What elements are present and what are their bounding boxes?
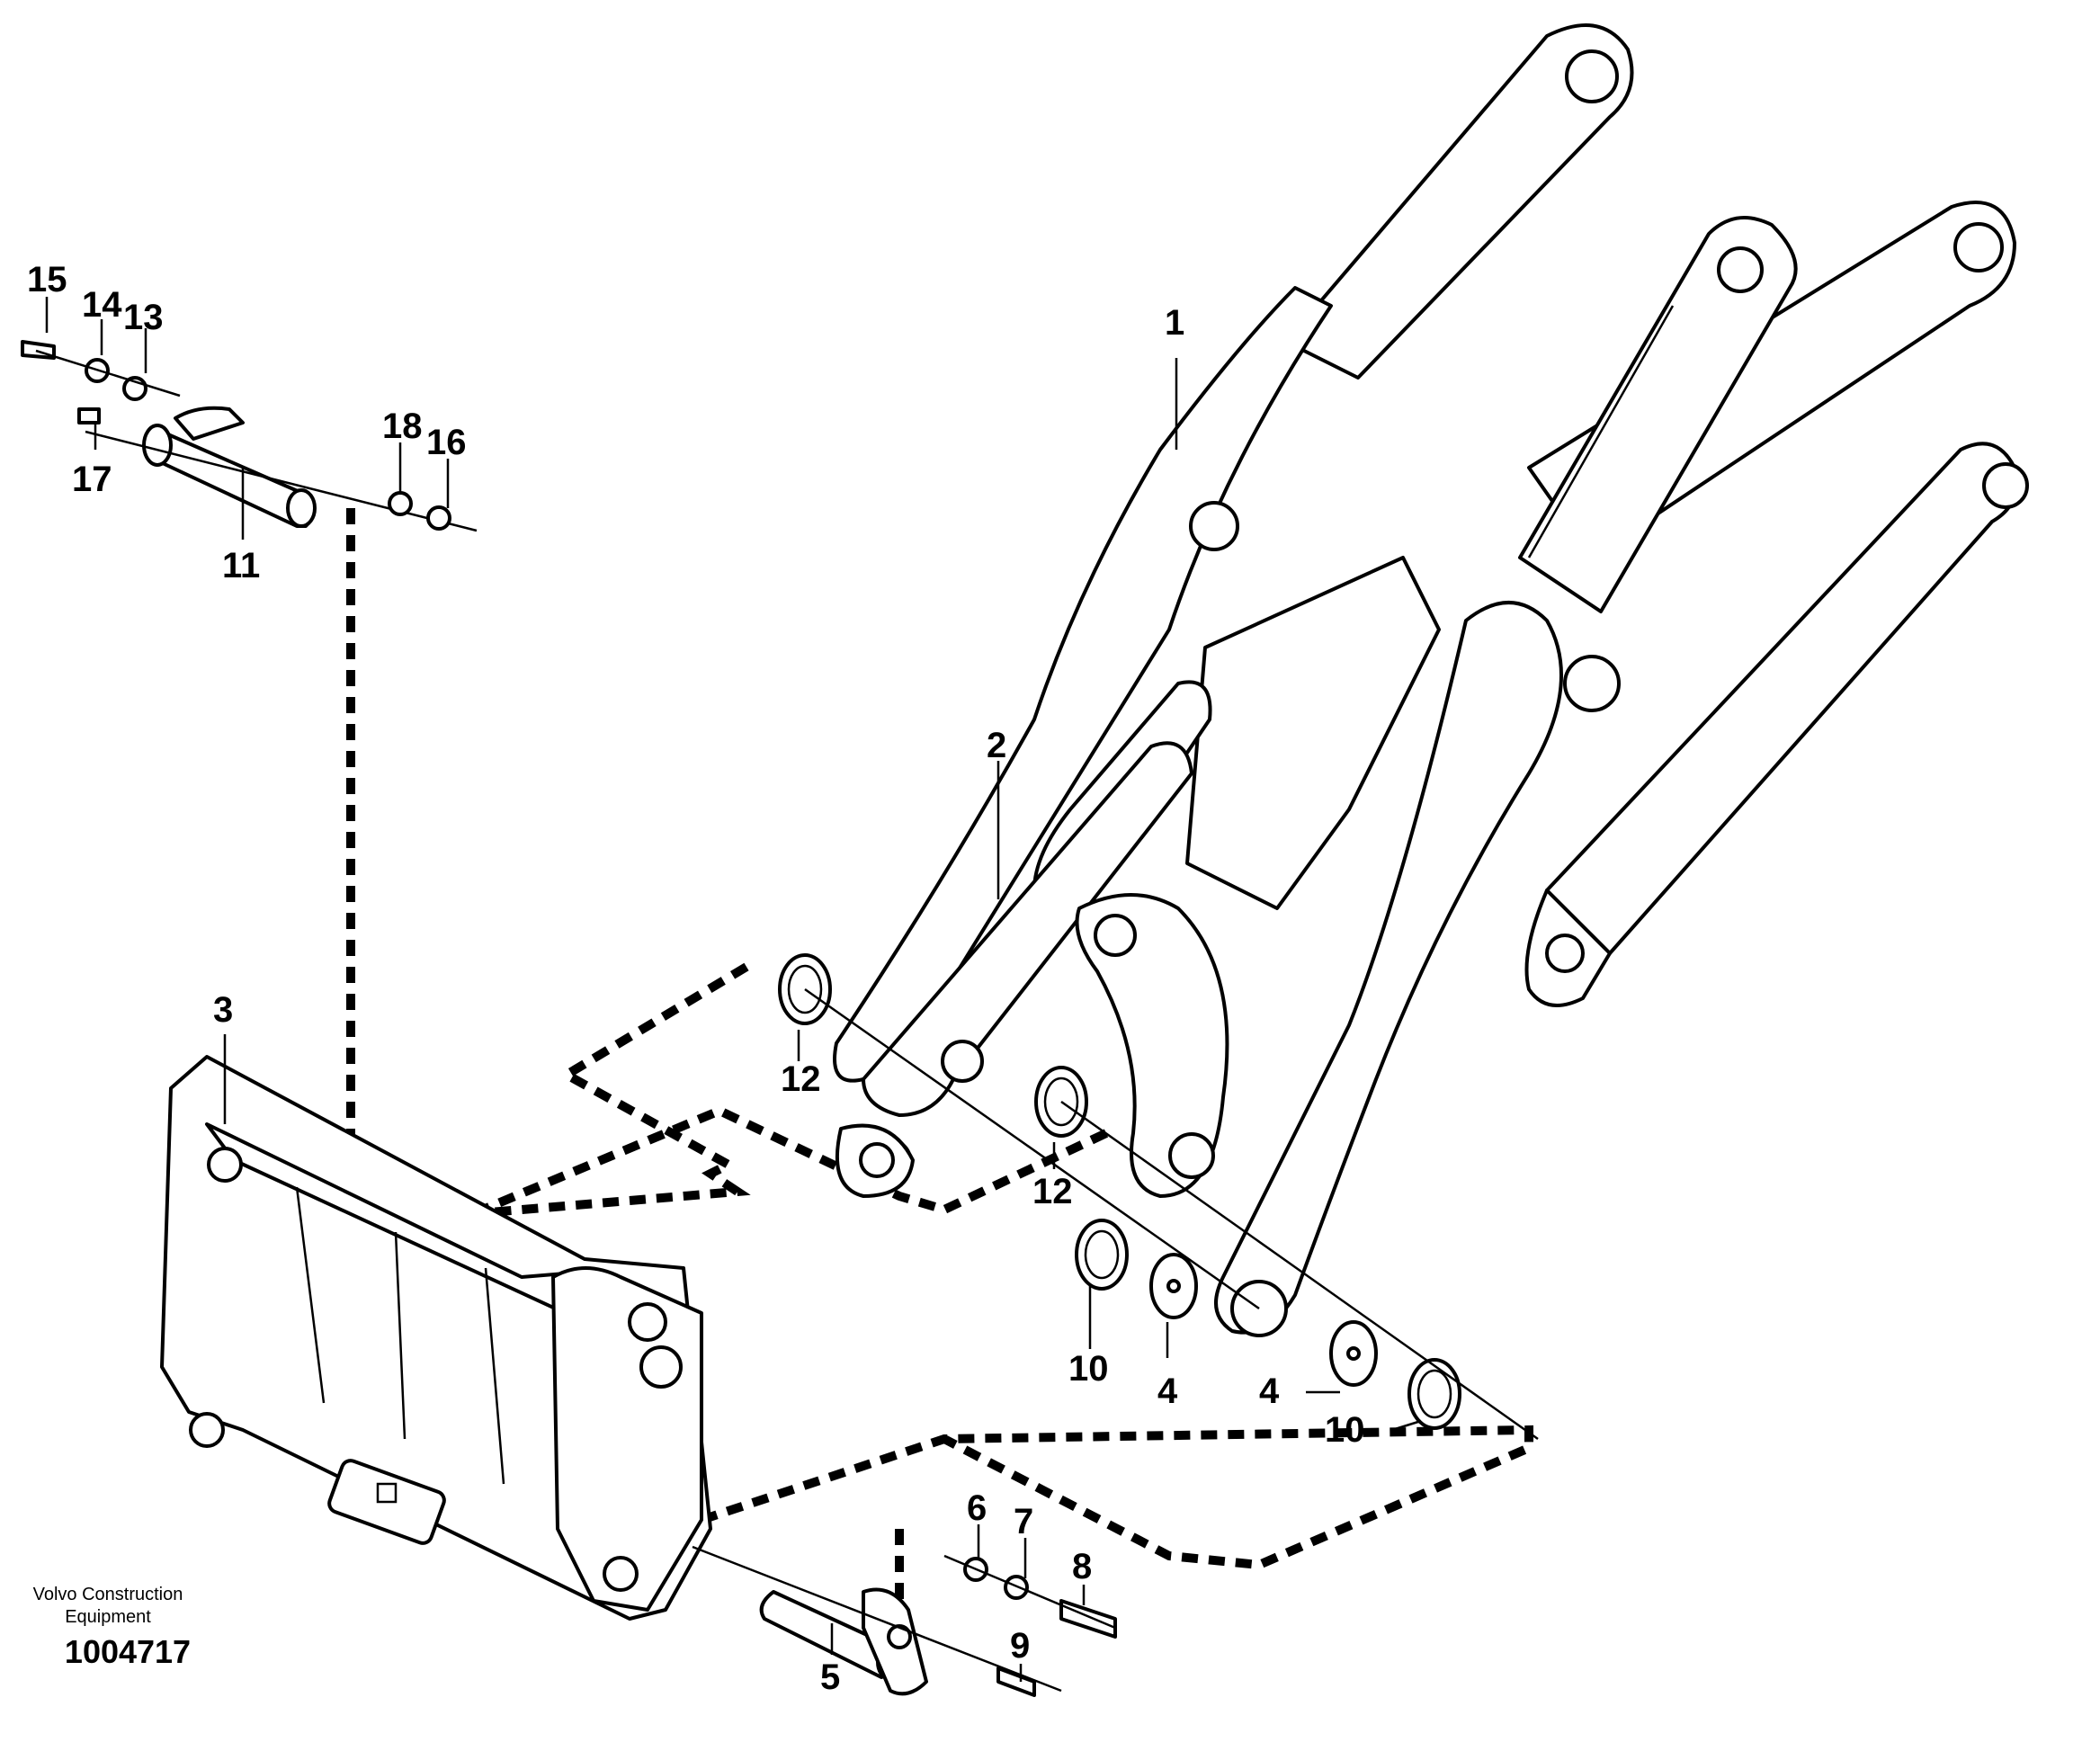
callout-14: 14 [82, 285, 122, 325]
drawing-footer: Volvo Construction Equipment 1004717 [33, 1585, 191, 1670]
lift-arm-assembly [833, 23, 2029, 1337]
callout-1: 1 [1165, 303, 1184, 343]
callout-labels: 1 2 3 4 4 5 6 7 8 9 10 10 11 12 12 13 14… [27, 260, 1365, 1697]
callout-15: 15 [27, 260, 67, 299]
callout-17: 17 [72, 460, 112, 499]
callout-11: 11 [222, 546, 260, 585]
callout-7: 7 [1014, 1502, 1033, 1541]
callout-13: 13 [123, 298, 164, 337]
callout-8: 8 [1072, 1547, 1092, 1586]
lower-pin-assembly [692, 1545, 1117, 1697]
callout-3: 3 [213, 990, 233, 1030]
drawing-number: 1004717 [65, 1633, 191, 1670]
quick-coupler-frame [160, 1055, 712, 1621]
manufacturer-line-2: Equipment [65, 1607, 151, 1627]
manufacturer-line-1: Volvo Construction [33, 1585, 183, 1604]
callout-5: 5 [820, 1657, 840, 1697]
callout-4b: 4 [1259, 1371, 1280, 1411]
callout-18: 18 [382, 406, 423, 446]
callout-12a: 12 [781, 1059, 821, 1099]
callout-16: 16 [426, 423, 467, 462]
callout-10b: 10 [1325, 1410, 1365, 1450]
upper-pin-assembly [21, 340, 478, 532]
callout-4a: 4 [1157, 1371, 1178, 1411]
leader-lines [45, 297, 1422, 1682]
washers-and-seals [778, 953, 1539, 1441]
callout-6: 6 [967, 1488, 987, 1528]
callout-10a: 10 [1068, 1349, 1109, 1389]
callout-12b: 12 [1032, 1172, 1073, 1211]
callout-2: 2 [987, 726, 1006, 765]
callout-9: 9 [1010, 1626, 1030, 1666]
